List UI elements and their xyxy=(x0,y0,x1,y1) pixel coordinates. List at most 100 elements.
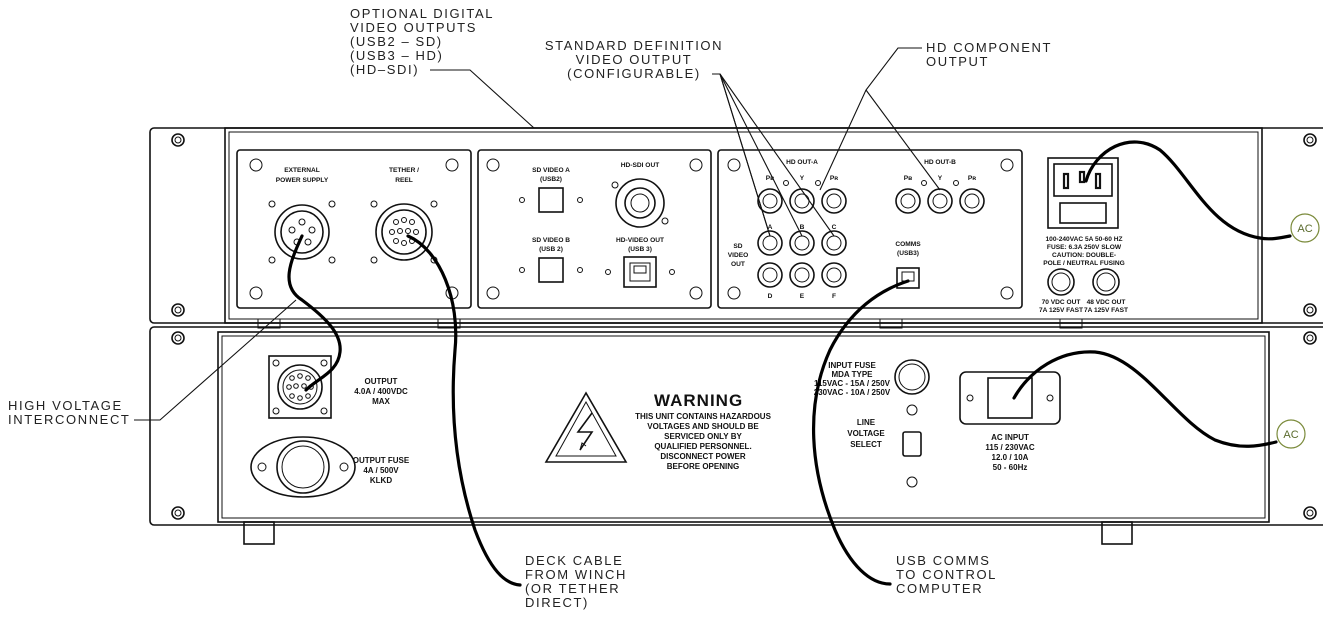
sd-video-out-label-3: OUT xyxy=(731,261,745,268)
jack-letter-a: A xyxy=(768,224,773,231)
hd-video-out-label-2: (USB 3) xyxy=(628,246,652,253)
output-fuse-label: OUTPUT FUSE xyxy=(353,456,410,465)
warning-line-2: VOLTAGES AND SHOULD BE xyxy=(647,422,759,431)
vdc-70-label-2: 7A 125V FAST xyxy=(1039,307,1083,314)
callout-optional-digital-3: (USB2 – SD) xyxy=(350,34,443,49)
callout-optional-digital-1: OPTIONAL DIGITAL xyxy=(350,6,494,21)
high-voltage-warning-icon xyxy=(544,391,628,463)
warning-title: WARNING xyxy=(654,391,743,410)
ac-source-marker: AC xyxy=(1276,419,1306,449)
callout-sd-3: (CONFIGURABLE) xyxy=(567,66,701,81)
ac-spec-line-3: CAUTION: DOUBLE- xyxy=(1052,252,1116,259)
input-fuse-holder[interactable] xyxy=(894,359,930,395)
output-label: OUTPUT xyxy=(365,377,398,386)
callout-optional-digital-2: VIDEO OUTPUTS xyxy=(350,20,477,35)
lower-ac-cable xyxy=(1012,350,1278,448)
input-fuse-label-3: 115VAC - 15A / 250V xyxy=(814,379,891,388)
sd-video-jacks[interactable] xyxy=(757,230,847,288)
external-power-label-2: POWER SUPPLY xyxy=(276,177,329,184)
hv-output-connector[interactable] xyxy=(268,355,332,419)
warning-line-1: THIS UNIT CONTAINS HAZARDOUS xyxy=(635,412,772,421)
screw-icon xyxy=(727,158,1014,300)
ac-input-label-3: 12.0 / 10A xyxy=(992,453,1029,462)
comms-label: COMMS xyxy=(895,241,921,248)
warning-line-5: DISCONNECT POWER xyxy=(660,452,746,461)
hd-video-usb3-port[interactable] xyxy=(623,256,657,288)
external-power-label: EXTERNAL xyxy=(284,167,320,174)
sd-video-b-label-2: (USB 2) xyxy=(539,246,563,253)
screw-icon xyxy=(906,404,918,488)
rack-hole-icon xyxy=(171,133,1317,317)
external-power-connector[interactable] xyxy=(268,200,336,264)
analog-video-panel xyxy=(717,149,1023,309)
jack-letter-d: D xyxy=(768,293,773,300)
warning-line-3: SERVICED ONLY BY xyxy=(664,432,742,441)
upper-unit: EXTERNAL POWER SUPPLY TETHER / REEL xyxy=(149,127,1323,329)
tether-reel-label-2: REEL xyxy=(395,177,413,184)
line-voltage-select-switch[interactable] xyxy=(902,431,922,457)
callout-deck-1: DECK CABLE xyxy=(525,553,623,568)
y-label-b: Y xyxy=(938,175,943,182)
pr-label-a: Pʀ xyxy=(830,175,838,182)
pb-label-b: Pʙ xyxy=(904,175,912,182)
ac-label-lower: AC xyxy=(1283,429,1298,441)
ac-label-upper: AC xyxy=(1297,223,1312,235)
output-fuse-label-2: 4A / 500V xyxy=(363,466,399,475)
hd-out-a-label: HD OUT-A xyxy=(786,159,818,166)
vdc-70-label: 70 VDC OUT xyxy=(1042,299,1081,306)
callout-usb-2: TO CONTROL xyxy=(896,567,997,582)
hd-video-out-label: HD-VIDEO OUT xyxy=(616,237,664,244)
output-fuse-holder[interactable] xyxy=(250,436,356,498)
callout-sd-2: VIDEO OUTPUT xyxy=(576,52,693,67)
ac-input-label-4: 50 - 60Hz xyxy=(993,463,1028,472)
fuse-holder-48vdc[interactable] xyxy=(1092,268,1120,296)
input-fuse-label-2: MDA TYPE xyxy=(831,370,873,379)
output-fuse-label-3: KLKD xyxy=(370,476,392,485)
hv-interconnect-cable xyxy=(287,234,342,392)
upper-ac-inlet[interactable] xyxy=(1047,157,1119,229)
power-tether-panel xyxy=(236,149,472,309)
sd-video-b-label: SD VIDEO B xyxy=(532,237,570,244)
sd-video-a-port[interactable] xyxy=(538,187,564,213)
callout-deck-cable: DECK CABLE FROM WINCH (OR TETHER DIRECT) xyxy=(525,553,625,610)
chassis-foot-icon xyxy=(243,521,1133,545)
output-label-3: MAX xyxy=(372,397,390,406)
hd-out-b-jacks[interactable] xyxy=(895,180,985,214)
hd-sdi-bnc-connector[interactable] xyxy=(611,178,669,228)
callout-hd-2: OUTPUT xyxy=(926,54,989,69)
rack-hole-icon xyxy=(171,331,1317,520)
callout-hv-1: HIGH VOLTAGE xyxy=(8,398,123,413)
ac-spec-line-2: FUSE: 6.3A 250V SLOW xyxy=(1047,244,1122,251)
deck-cable xyxy=(406,234,522,587)
cables xyxy=(287,140,1292,587)
sd-video-out-label-2: VIDEO xyxy=(728,252,749,259)
vdc-48-label-2: 7A 125V FAST xyxy=(1084,307,1128,314)
usb-comms-cable xyxy=(812,279,910,586)
upper-chassis xyxy=(224,127,1263,324)
lower-chassis xyxy=(217,331,1270,523)
jack-letter-b: B xyxy=(800,224,805,231)
y-label-a: Y xyxy=(800,175,805,182)
callout-deck-4: DIRECT) xyxy=(525,595,589,610)
jack-letter-c: C xyxy=(832,224,837,231)
input-fuse-label-4: 230VAC - 10A / 250V xyxy=(814,388,891,397)
tether-reel-connector[interactable] xyxy=(370,200,438,264)
tether-reel-label: TETHER / xyxy=(389,167,419,174)
callout-usb-comms: USB COMMS TO CONTROL COMPUTER xyxy=(896,553,997,596)
ac-input-label-2: 115 / 230VAC xyxy=(985,443,1034,452)
lower-ac-inlet[interactable] xyxy=(959,371,1061,425)
callout-hd-1: HD COMPONENT xyxy=(926,40,1052,55)
sd-video-b-port[interactable] xyxy=(538,257,564,283)
callout-optional-digital-4: (USB3 – HD) xyxy=(350,48,443,63)
callout-optional-digital: OPTIONAL DIGITAL VIDEO OUTPUTS (USB2 – S… xyxy=(350,6,535,129)
callout-usb-1: USB COMMS xyxy=(896,553,991,568)
callout-standard-definition: STANDARD DEFINITION VIDEO OUTPUT (CONFIG… xyxy=(545,38,835,237)
screw-icon xyxy=(486,158,703,300)
line-voltage-label-2: VOLTAGE xyxy=(847,429,885,438)
fuse-holder-70vdc[interactable] xyxy=(1047,268,1075,296)
callout-high-voltage: HIGH VOLTAGE INTERCONNECT xyxy=(8,299,297,427)
callout-deck-3: (OR TETHER xyxy=(525,581,620,596)
pr-label-b: Pʀ xyxy=(968,175,976,182)
lower-unit: OUTPUT 4.0A / 400VDC MAX OUTPUT FUSE 4A … xyxy=(149,326,1323,545)
